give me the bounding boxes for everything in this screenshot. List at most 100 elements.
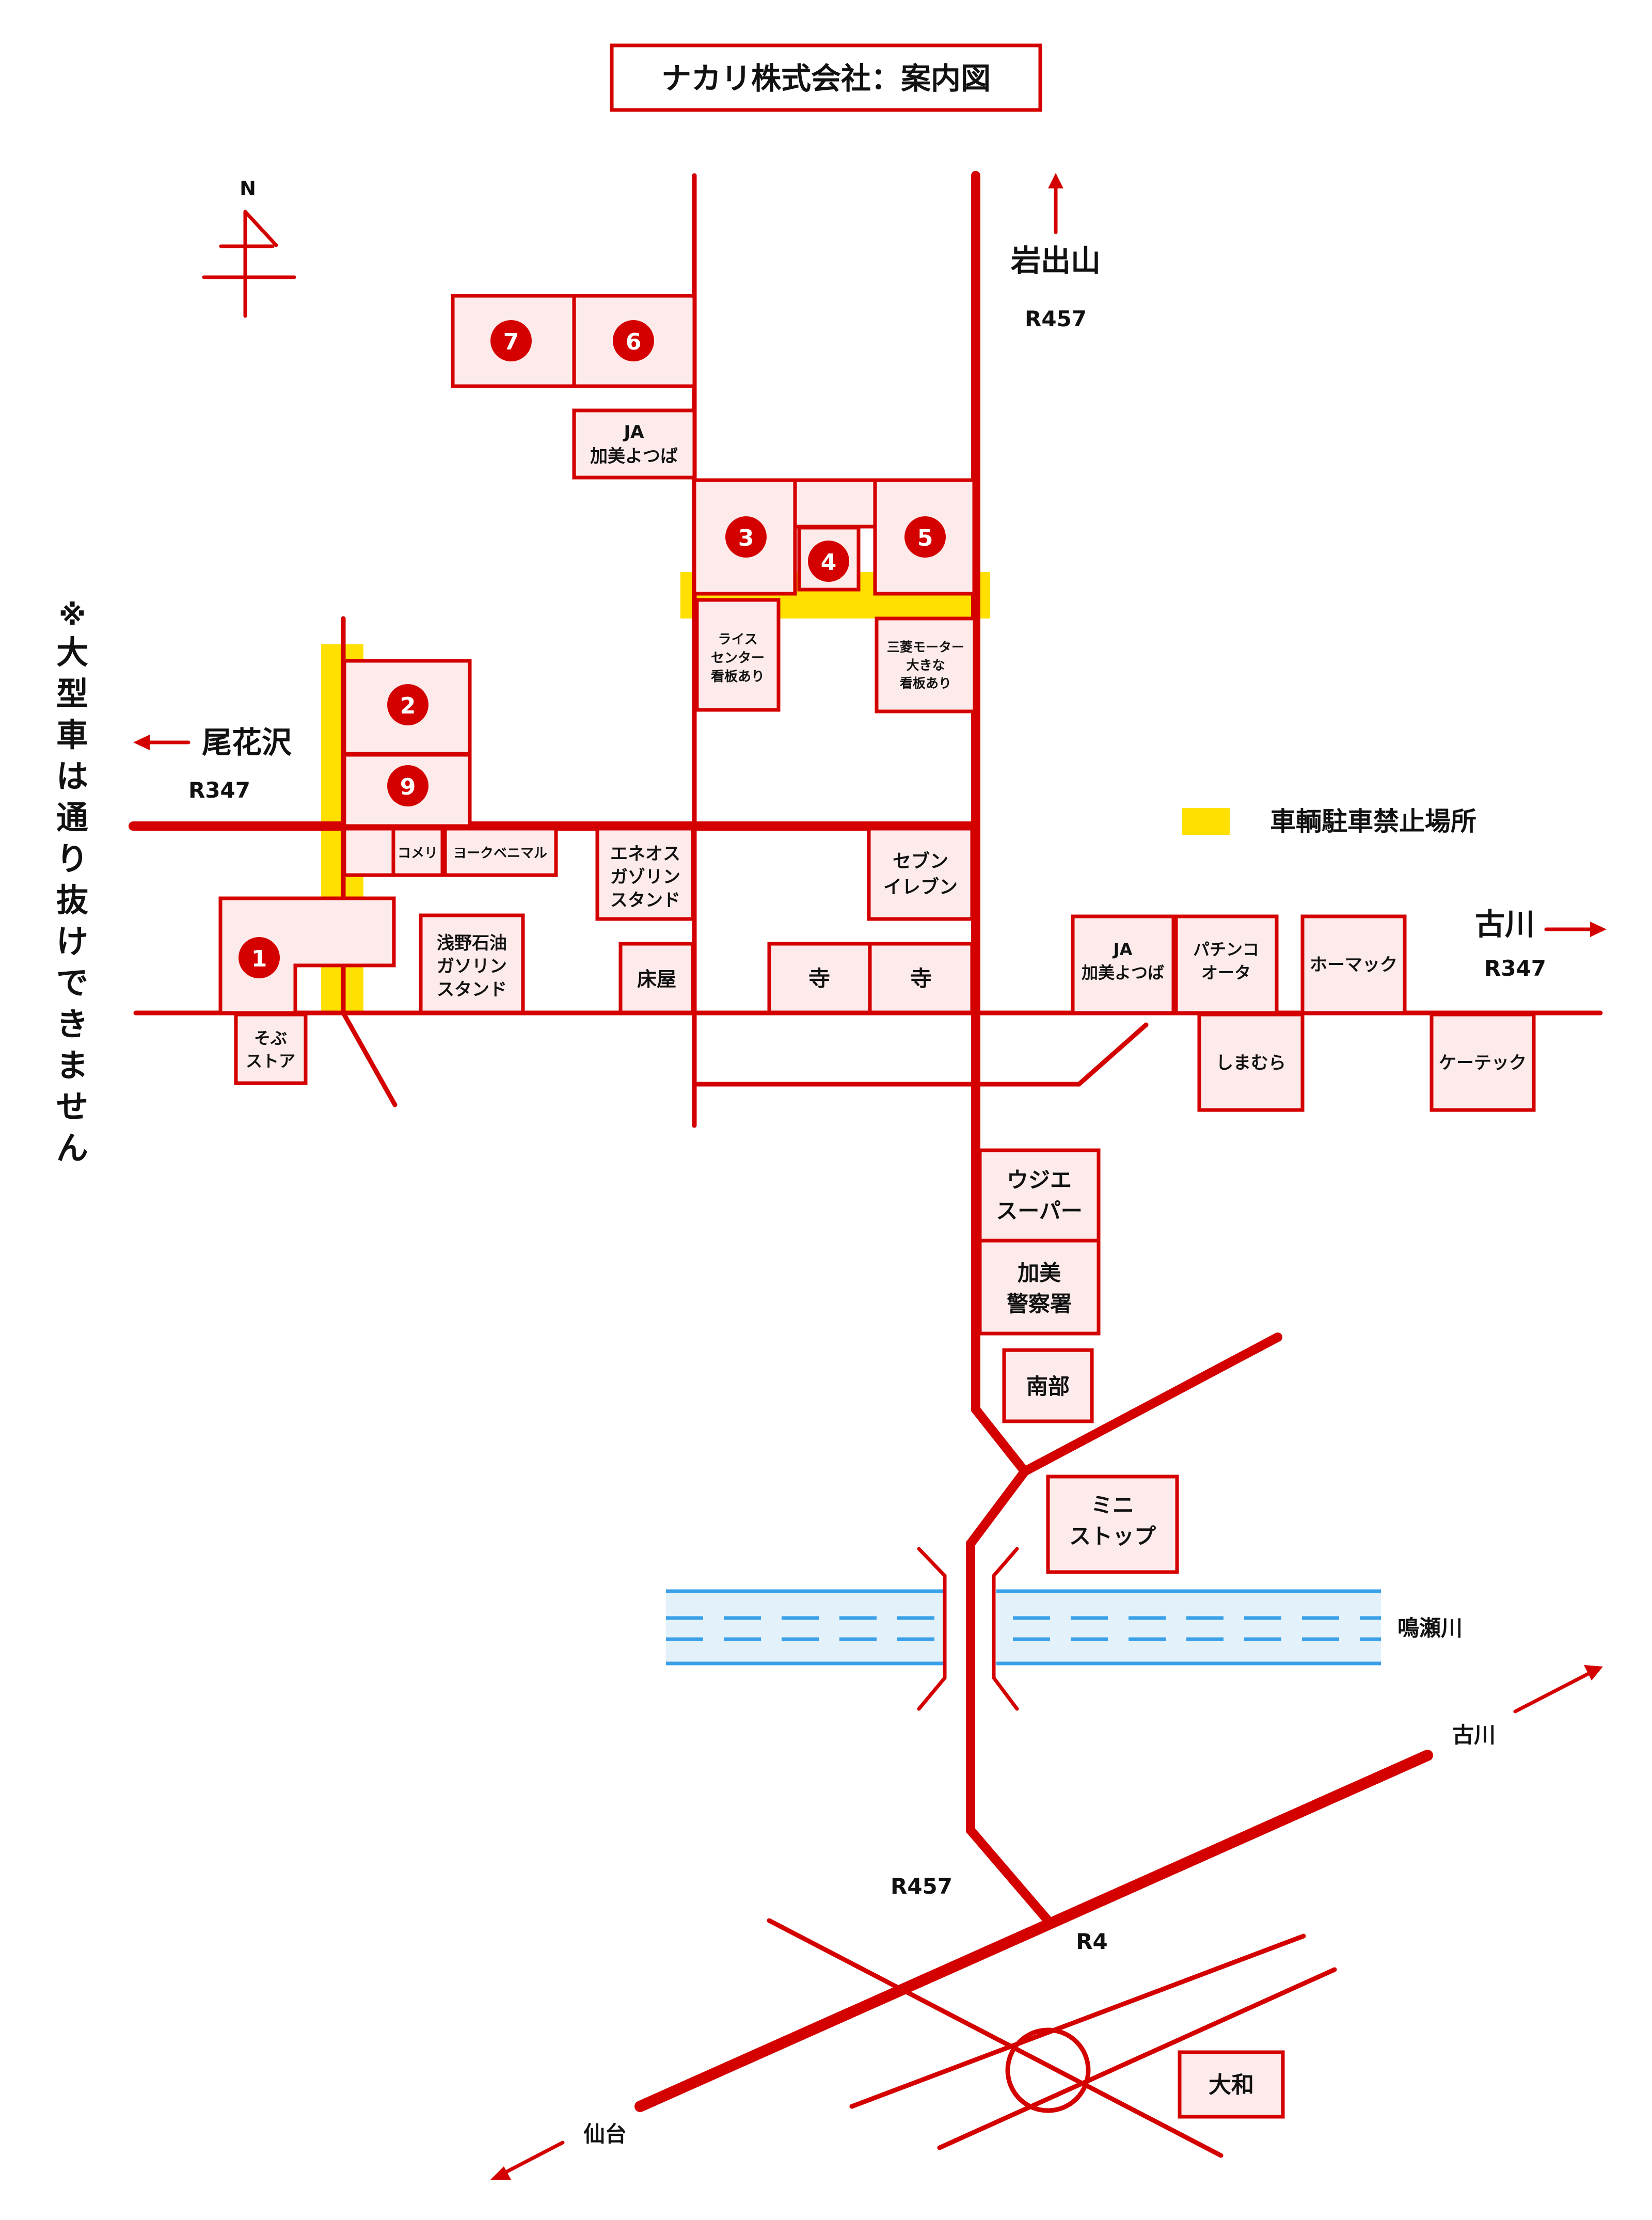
landmark-homac: ホーマック xyxy=(1300,914,1407,1015)
svg-text:4: 4 xyxy=(821,549,837,576)
river-label: 鳴瀬川 xyxy=(1397,1615,1463,1641)
direction-north: 岩出山 R457 xyxy=(1011,173,1101,331)
svg-text:しまむら: しまむら xyxy=(1216,1053,1286,1073)
landmark-pachinko: パチンコ オータ xyxy=(1174,914,1279,1015)
svg-text:セブン: セブン xyxy=(893,850,948,872)
svg-text:き: き xyxy=(56,1005,88,1043)
numbered-markers: 1 2 3 4 5 6 7 9 xyxy=(239,320,946,978)
landmark-ja-north: JA 加美よつば xyxy=(572,408,696,480)
svg-text:尾花沢: 尾花沢 xyxy=(202,725,292,760)
svg-text:6: 6 xyxy=(626,329,642,355)
svg-text:R457: R457 xyxy=(1025,306,1087,331)
landmark-eneos: エネオス ガゾリン スタンド xyxy=(595,827,695,921)
svg-text:ライス: ライス xyxy=(718,632,757,647)
svg-text:9: 9 xyxy=(400,774,416,800)
landmark-asano: 浅野石油 ガソリン スタンド xyxy=(419,913,525,1014)
svg-text:通: 通 xyxy=(56,799,88,836)
legend-swatch xyxy=(1182,808,1230,835)
landmark-small-lot xyxy=(342,827,395,877)
svg-text:コメリ: コメリ xyxy=(398,846,438,861)
landmark-temple-2: 寺 xyxy=(868,942,974,1014)
svg-text:は: は xyxy=(56,757,88,795)
svg-text:スタンド: スタンド xyxy=(610,890,680,911)
svg-text:車輌駐車禁止場所: 車輌駐車禁止場所 xyxy=(1270,806,1476,836)
svg-text:R347: R347 xyxy=(188,778,250,803)
svg-text:加美: 加美 xyxy=(1018,1260,1061,1286)
svg-text:パチンコ: パチンコ xyxy=(1193,940,1259,959)
svg-text:古川: 古川 xyxy=(1475,907,1535,942)
road-r4 xyxy=(634,1750,1433,2112)
svg-text:ま: ま xyxy=(56,1046,88,1084)
landmark-sobu-store: そぶ ストア xyxy=(234,1012,308,1085)
road-r457 xyxy=(966,171,1053,1925)
road-label-r457: R457 xyxy=(891,1874,952,1899)
landmark-yamato: 大和 xyxy=(1178,2050,1285,2119)
svg-text:エネオス: エネオス xyxy=(610,844,680,864)
svg-text:車: 車 xyxy=(56,716,88,754)
svg-text:ん: ん xyxy=(56,1129,88,1167)
svg-text:R347: R347 xyxy=(1484,956,1546,981)
svg-text:寺: 寺 xyxy=(808,966,830,991)
svg-text:床屋: 床屋 xyxy=(637,968,676,991)
svg-text:で: で xyxy=(56,964,88,1002)
svg-text:加美よつば: 加美よつば xyxy=(1082,963,1164,982)
direction-northeast: 古川 xyxy=(1452,1665,1603,1748)
river-naruse: 鳴瀬川 xyxy=(666,1539,1463,1835)
svg-text:7: 7 xyxy=(503,329,519,355)
landmark-ministop: ミニ ストップ xyxy=(1046,1474,1179,1574)
svg-text:南部: 南部 xyxy=(1026,1374,1070,1399)
svg-text:り: り xyxy=(56,840,88,878)
svg-text:大きな: 大きな xyxy=(906,658,945,673)
svg-text:寺: 寺 xyxy=(910,966,932,991)
svg-text:抜: 抜 xyxy=(56,881,88,919)
direction-west: 尾花沢 R347 xyxy=(133,725,292,803)
svg-text:そぶ: そぶ xyxy=(254,1028,287,1048)
svg-text:古川: 古川 xyxy=(1452,1722,1496,1748)
svg-text:大和: 大和 xyxy=(1209,2072,1254,2098)
svg-text:ガソリン: ガソリン xyxy=(437,956,507,977)
svg-text:5: 5 xyxy=(917,525,933,551)
landmark-york-benimaru: ヨークベニマル xyxy=(443,827,558,877)
svg-text:ストア: ストア xyxy=(246,1051,295,1071)
svg-text:ウジエ: ウジエ xyxy=(1007,1167,1072,1193)
north-arrow-icon: N xyxy=(202,177,296,318)
svg-text:JA: JA xyxy=(1113,940,1133,959)
road-network xyxy=(129,171,1603,2158)
svg-text:看板あり: 看板あり xyxy=(900,676,951,691)
svg-text:け: け xyxy=(56,923,88,960)
landmark-seven-eleven: セブン イレブン xyxy=(867,827,974,921)
svg-text:オータ: オータ xyxy=(1201,963,1251,982)
svg-text:看板あり: 看板あり xyxy=(711,669,765,685)
svg-text:1: 1 xyxy=(251,946,267,972)
svg-text:警察署: 警察署 xyxy=(1007,1291,1072,1317)
svg-text:イレブン: イレブン xyxy=(883,876,958,898)
landmark-rice-center: ライス センター 看板あり xyxy=(695,598,781,712)
landmark-mitsubishi: 三菱モーター 大きな 看板あり xyxy=(875,616,977,713)
svg-text:2: 2 xyxy=(400,693,416,719)
svg-text:ヨークベニマル: ヨークベニマル xyxy=(453,846,547,861)
svg-text:ナカリ株式会社：案内図: ナカリ株式会社：案内図 xyxy=(661,61,991,96)
svg-text:ストップ: ストップ xyxy=(1069,1524,1156,1549)
svg-text:加美よつば: 加美よつば xyxy=(590,446,678,467)
svg-text:センター: センター xyxy=(711,651,765,666)
landmark-nanbu: 南部 xyxy=(1002,1348,1094,1423)
landmark-ujie-super: ウジエ スーパー xyxy=(978,1148,1101,1243)
direction-southwest: 仙台 xyxy=(490,2121,627,2180)
svg-text:せ: せ xyxy=(56,1088,88,1125)
landmark-police: 加美 警察署 xyxy=(978,1239,1101,1336)
svg-text:N: N xyxy=(240,177,256,200)
svg-text:ガゾリン: ガゾリン xyxy=(610,867,680,887)
legend: 車輌駐車禁止場所 xyxy=(1182,806,1476,836)
no-through-traffic-notice: ※ 大 型 車 は 通 り 抜 け で き ま せ ん xyxy=(56,599,88,1167)
landmark-shimamura: しまむら xyxy=(1197,1012,1305,1112)
svg-text:ケーテック: ケーテック xyxy=(1439,1053,1527,1073)
svg-text:スタンド: スタンド xyxy=(437,979,507,1000)
svg-text:型: 型 xyxy=(56,675,88,712)
landmark-temple-1: 寺 xyxy=(767,942,872,1014)
road-label-r4: R4 xyxy=(1076,1929,1108,1954)
landmark-barber: 床屋 xyxy=(618,942,695,1014)
svg-text:岩出山: 岩出山 xyxy=(1011,243,1101,278)
svg-text:ミニ: ミニ xyxy=(1091,1493,1134,1518)
svg-text:ホーマック: ホーマック xyxy=(1310,955,1397,975)
